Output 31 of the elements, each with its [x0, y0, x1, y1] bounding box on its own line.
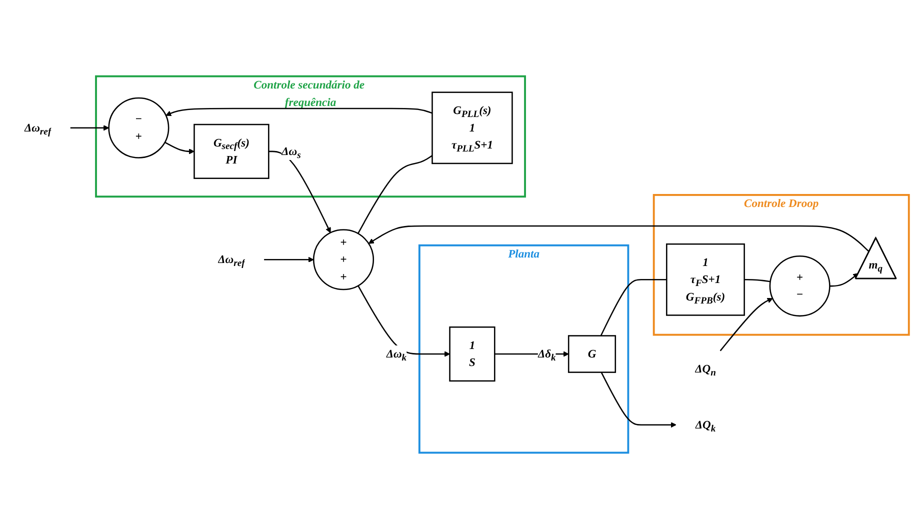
node-box [568, 335, 616, 373]
arrow [166, 108, 432, 116]
node-text: ΔQ$_{k}$ [695, 418, 716, 434]
node-box [194, 124, 270, 179]
node-box [666, 243, 745, 316]
arrow [358, 285, 450, 357]
arrow [368, 225, 870, 252]
cluster [418, 244, 630, 454]
node-circle [108, 97, 170, 158]
node-circle [769, 256, 830, 317]
arrow [164, 142, 194, 154]
cluster [652, 194, 910, 336]
arrow [264, 256, 314, 262]
edge-label: Δω$_{s}$ [281, 144, 301, 160]
node-box [449, 326, 496, 382]
node-text: Δω$_{ref}$ [218, 252, 245, 269]
node-text: ΔQ$_{n}$ [695, 362, 716, 378]
node-circle [312, 229, 374, 290]
arrow [720, 298, 773, 352]
edge-label: Δδ$_{k}$ [538, 347, 556, 364]
node-text: Δω$_{ref}$ [24, 121, 52, 137]
arrow [830, 272, 859, 287]
node-box [432, 92, 513, 164]
arrow [268, 150, 331, 233]
connector [600, 279, 667, 336]
cluster [95, 75, 526, 198]
arrow [600, 372, 676, 428]
arrow [70, 125, 110, 131]
connector [357, 155, 433, 234]
edge-label: Δω$_{k}$ [386, 347, 407, 364]
connector [744, 279, 770, 282]
